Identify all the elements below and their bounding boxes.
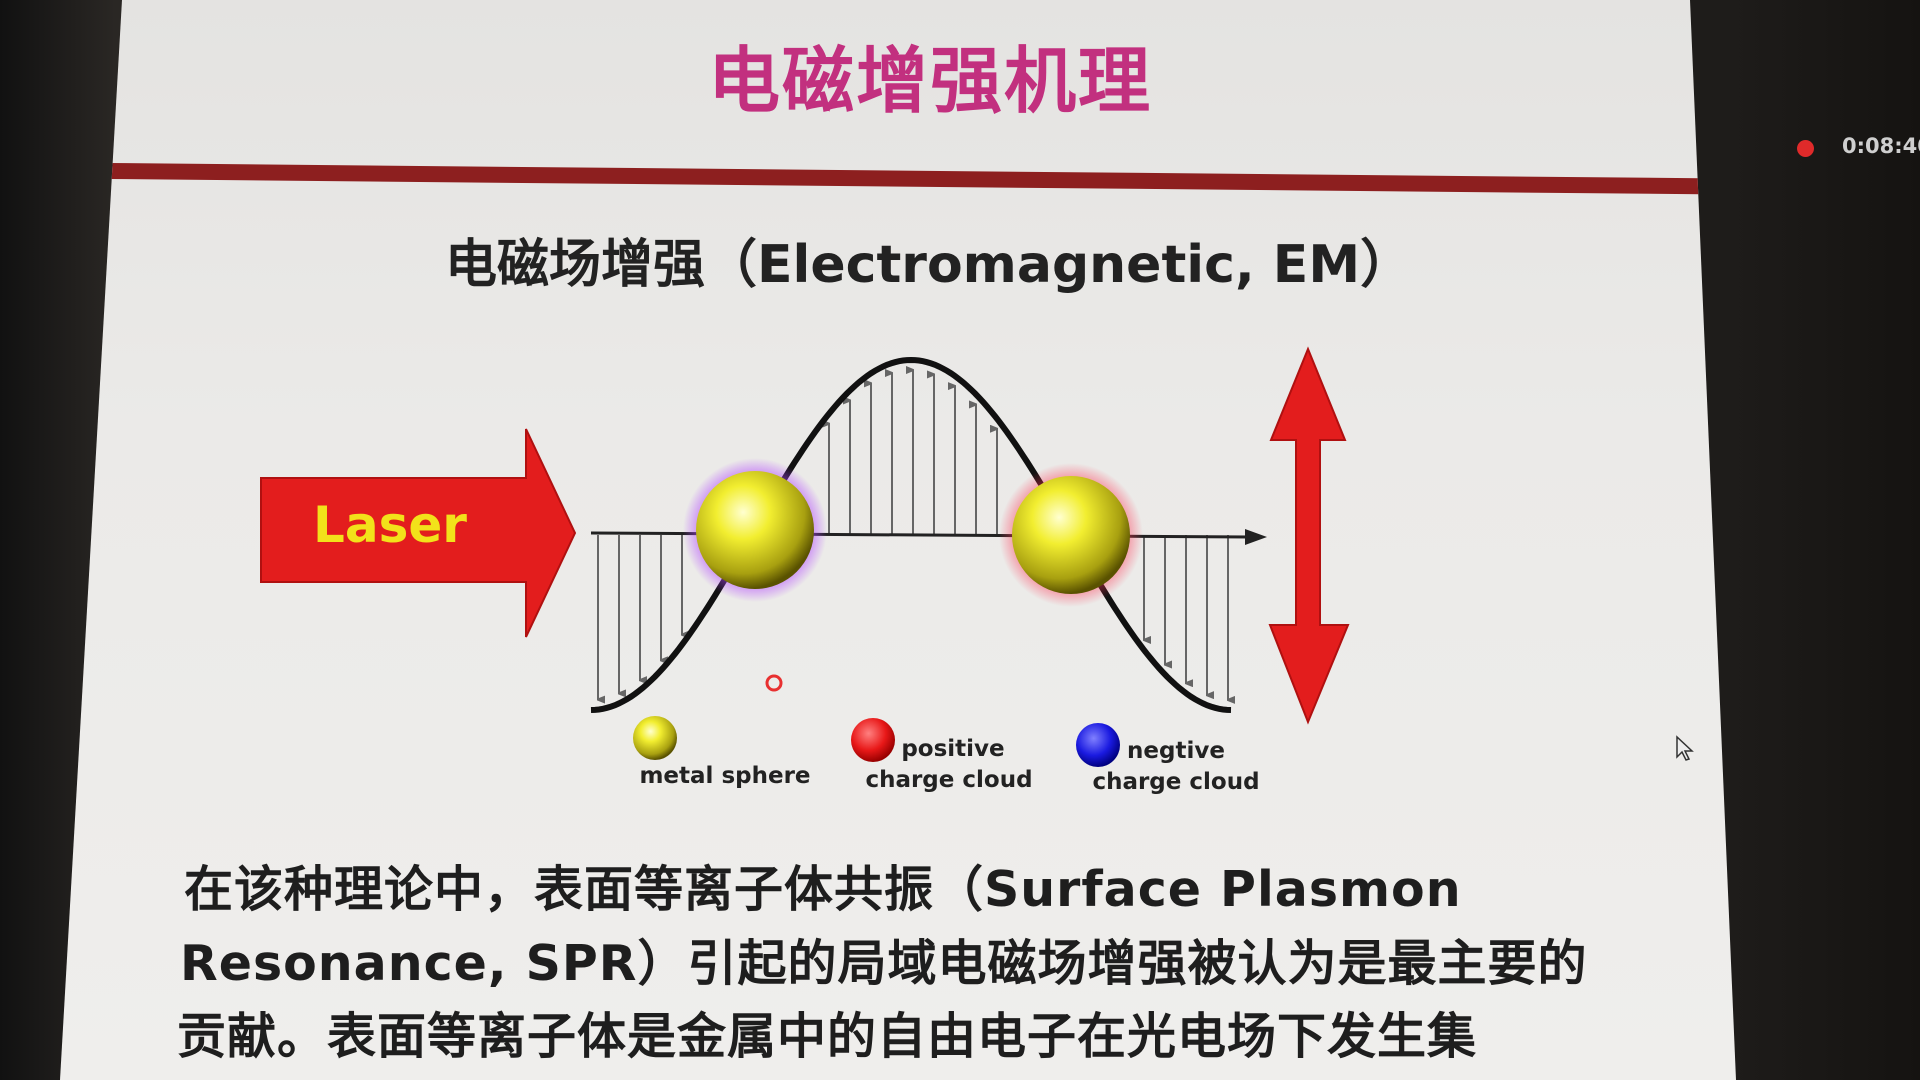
em-wave <box>590 356 1232 713</box>
legend-metal-sphere-label: metal sphere <box>639 763 810 789</box>
recording-indicator-icon <box>1797 140 1814 157</box>
laser-label: Laser <box>313 496 467 554</box>
paragraph-line-2: Resonance, SPR）引起的局域电磁场增强被认为是最主要的 <box>180 935 1588 992</box>
legend-negative-label-1: negtive <box>1127 738 1225 764</box>
legend-positive-label-2: charge cloud <box>865 767 1032 793</box>
slide-subtitle: 电磁场增强（Electromagnetic, EM） <box>445 235 1413 295</box>
legend: metal sphere positive charge cloud negti… <box>633 716 1260 795</box>
field-arrows <box>597 370 1228 700</box>
mouse-cursor-icon <box>1676 735 1694 761</box>
legend-metal-sphere-icon <box>633 716 677 760</box>
axis-arrowhead-icon <box>1245 529 1267 545</box>
pointer-dot <box>765 674 783 692</box>
paragraph-line-1: 在该种理论中，表面等离子体共振（Surface Plasmon <box>184 861 1462 918</box>
polarization-arrow <box>1268 346 1350 725</box>
slide-title: 电磁增强机理 <box>707 39 1152 123</box>
metal-sphere-1 <box>696 471 814 589</box>
laser-arrow: Laser <box>260 428 577 638</box>
metal-sphere-2 <box>1012 476 1130 594</box>
recording-time: 0:08:40 <box>1842 134 1920 158</box>
legend-positive-label-1: positive <box>901 736 1004 762</box>
legend-negative-label-2: charge cloud <box>1092 769 1259 795</box>
legend-positive-charge-icon <box>851 718 895 762</box>
paragraph-line-3: 贡献。表面等离子体是金属中的自由电子在光电场下发生集 <box>177 1008 1478 1065</box>
legend-negative-charge-icon <box>1076 723 1120 767</box>
